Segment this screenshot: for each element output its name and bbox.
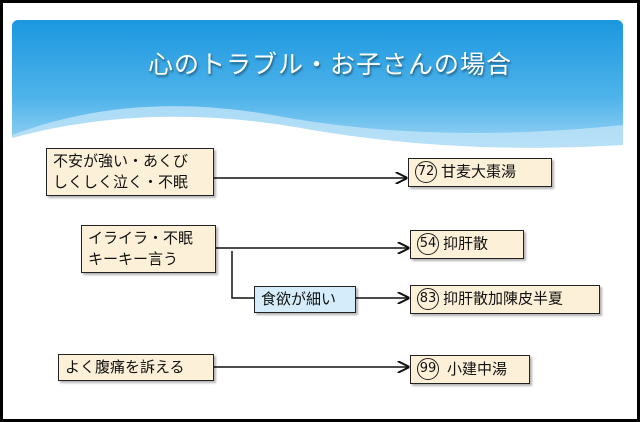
- remedy-box: 99 小建中湯: [410, 355, 530, 384]
- slide: [3, 3, 637, 419]
- symptom-line: キーキー言う: [88, 250, 179, 268]
- wave-decoration: [12, 106, 623, 150]
- remedy-name: 抑肝散: [443, 234, 489, 253]
- remedy-name: 抑肝散加陳皮半夏: [443, 289, 564, 308]
- symptom-box-anxiety: 不安が強い・あくび しくしく泣く・不眠: [46, 148, 214, 196]
- condition-box: 食欲が細い: [254, 286, 356, 313]
- symptom-line: しくしく泣く・不眠: [53, 173, 189, 191]
- remedy-number: 99: [417, 358, 439, 380]
- symptom-line: 不安が強い・あくび: [53, 152, 189, 170]
- symptom-box-stomachache: よく腹痛を訴える: [58, 354, 214, 381]
- header-banner: [12, 20, 623, 150]
- remedy-number: 54: [417, 233, 439, 255]
- remedy-number: 83: [417, 288, 439, 310]
- slide-title: 心のトラブル・お子さんの場合: [148, 50, 513, 79]
- remedy-number: 72: [415, 161, 437, 183]
- remedy-name: 甘麦大棗湯: [441, 162, 517, 181]
- symptom-line: イライラ・不眠: [88, 229, 194, 247]
- symptom-line: よく腹痛を訴える: [65, 358, 185, 376]
- remedy-name: 小建中湯: [447, 359, 508, 378]
- symptom-box-irritability: イライラ・不眠 キーキー言う: [81, 225, 216, 273]
